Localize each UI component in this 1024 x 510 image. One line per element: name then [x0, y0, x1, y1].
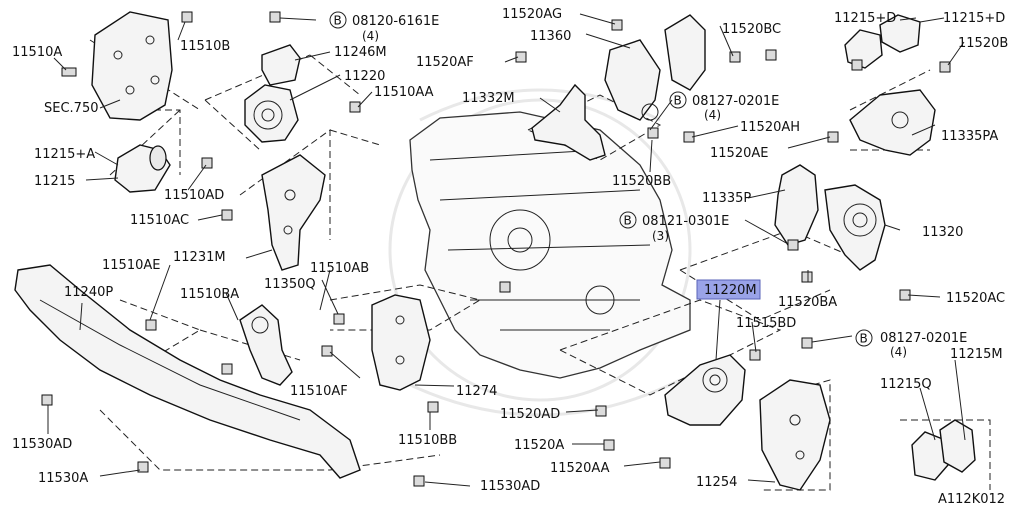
label-11335P[interactable]: 11335P — [702, 191, 751, 206]
engine-block — [409, 111, 691, 379]
label-11215[interactable]: 11215 — [34, 174, 75, 189]
label-11332M[interactable]: 11332M — [462, 91, 515, 106]
label-11274[interactable]: 11274 — [456, 384, 497, 399]
b-marker-label: B — [334, 14, 342, 28]
label-11215M[interactable]: 11215M — [950, 347, 1003, 362]
part-11220M-mount — [664, 354, 746, 426]
label-08127-0201E[interactable]: 08127-0201E — [880, 331, 967, 346]
label-qty: (4) — [362, 29, 379, 43]
part-11360 — [604, 39, 661, 121]
label-11246M[interactable]: 11246M — [334, 45, 387, 60]
label-11520AH[interactable]: 11520AH — [740, 120, 800, 135]
part-11274 — [371, 294, 431, 391]
label-11520AA[interactable]: 11520AA — [550, 461, 610, 476]
label-08120-6161E[interactable]: 08120-6161E — [352, 14, 439, 29]
part-11254-bracket — [759, 379, 831, 491]
label-11530A[interactable]: 11530A — [38, 471, 88, 486]
label-11215D[interactable]: 11215+D — [943, 11, 1005, 26]
part-11215A-mount-pad — [114, 144, 171, 193]
label-11510AB[interactable]: 11510AB — [310, 261, 369, 276]
label-11510B[interactable]: 11510B — [180, 39, 230, 54]
label-11510BB[interactable]: 11510BB — [398, 433, 457, 448]
label-11530AD[interactable]: 11530AD — [480, 479, 540, 494]
label-11510AA[interactable]: 11510AA — [374, 85, 434, 100]
b-marker-label: B — [860, 332, 868, 346]
label-11220[interactable]: 11220 — [344, 69, 385, 84]
label-11515BD[interactable]: 11515BD — [736, 316, 796, 331]
part-11335P — [774, 164, 819, 246]
label-11530AD[interactable]: 11530AD — [12, 437, 72, 452]
label-11510AF[interactable]: 11510AF — [290, 384, 348, 399]
label-11510AC[interactable]: 11510AC — [130, 213, 189, 228]
label-11510A[interactable]: 11510A — [12, 45, 62, 60]
label-11220M[interactable]: 11220M — [704, 283, 757, 298]
part-11231M-bracket — [261, 154, 326, 271]
label-08127-0201E[interactable]: 08127-0201E — [692, 94, 779, 109]
label-11520AE[interactable]: 11520AE — [710, 146, 768, 161]
part-11320 — [824, 184, 886, 271]
part-labels: 11510A 11510B SEC.750 11215+A 11215 0812… — [12, 7, 1008, 507]
part-11332M — [531, 83, 606, 161]
part-11240P-crossmember — [14, 264, 361, 479]
bolts — [41, 11, 951, 487]
label-11520AD[interactable]: 11520AD — [500, 407, 560, 422]
label-qty: (4) — [704, 108, 721, 122]
label-11231M[interactable]: 11231M — [173, 250, 226, 265]
highlight-box[interactable] — [696, 279, 761, 300]
label-11215Q[interactable]: 11215Q — [880, 377, 932, 392]
leader-lines — [47, 13, 966, 487]
label-11360[interactable]: 11360 — [530, 29, 571, 44]
label-11520BC[interactable]: 11520BC — [722, 22, 781, 37]
label-11520AG[interactable]: 11520AG — [502, 7, 562, 22]
label-11240P[interactable]: 11240P — [64, 285, 113, 300]
label-11335PA[interactable]: 11335PA — [941, 129, 998, 144]
part-11220 — [244, 84, 299, 143]
label-qty: (3) — [652, 229, 669, 243]
label-11215D[interactable]: 11215+D — [834, 11, 896, 26]
part-11246M — [261, 44, 301, 86]
label-11215A[interactable]: 11215+A — [34, 147, 95, 162]
label-11520AF[interactable]: 11520AF — [416, 55, 474, 70]
label-11510BA[interactable]: 11510BA — [180, 287, 239, 302]
part-11510-bracket-top-left — [91, 11, 173, 121]
label-sec-750[interactable]: SEC.750 — [44, 101, 99, 116]
b-marker-label: B — [674, 94, 682, 108]
label-11350Q[interactable]: 11350Q — [264, 277, 316, 292]
diagram-id-code: A112K012 — [938, 492, 1005, 507]
label-qty: (4) — [890, 345, 907, 359]
label-08121-0301E[interactable]: 08121-0301E — [642, 214, 729, 229]
label-11520B[interactable]: 11520B — [958, 36, 1008, 51]
part-11520AG-bracket — [664, 14, 706, 91]
label-11254[interactable]: 11254 — [696, 475, 737, 490]
label-11510AD[interactable]: 11510AD — [164, 188, 224, 203]
label-11520AC[interactable]: 11520AC — [946, 291, 1005, 306]
part-11350Q — [239, 304, 293, 386]
label-11320[interactable]: 11320 — [922, 225, 963, 240]
part-11215D-pads — [844, 14, 921, 69]
part-11335PA — [849, 89, 936, 156]
label-11520BA[interactable]: 11520BA — [778, 295, 837, 310]
label-11520BB[interactable]: 11520BB — [612, 174, 671, 189]
b-markers: B B B B — [329, 11, 873, 347]
label-11520A[interactable]: 11520A — [514, 438, 564, 453]
label-11510AE[interactable]: 11510AE — [102, 258, 160, 273]
part-11215Q-pads — [911, 419, 976, 481]
b-marker-label: B — [624, 214, 632, 228]
